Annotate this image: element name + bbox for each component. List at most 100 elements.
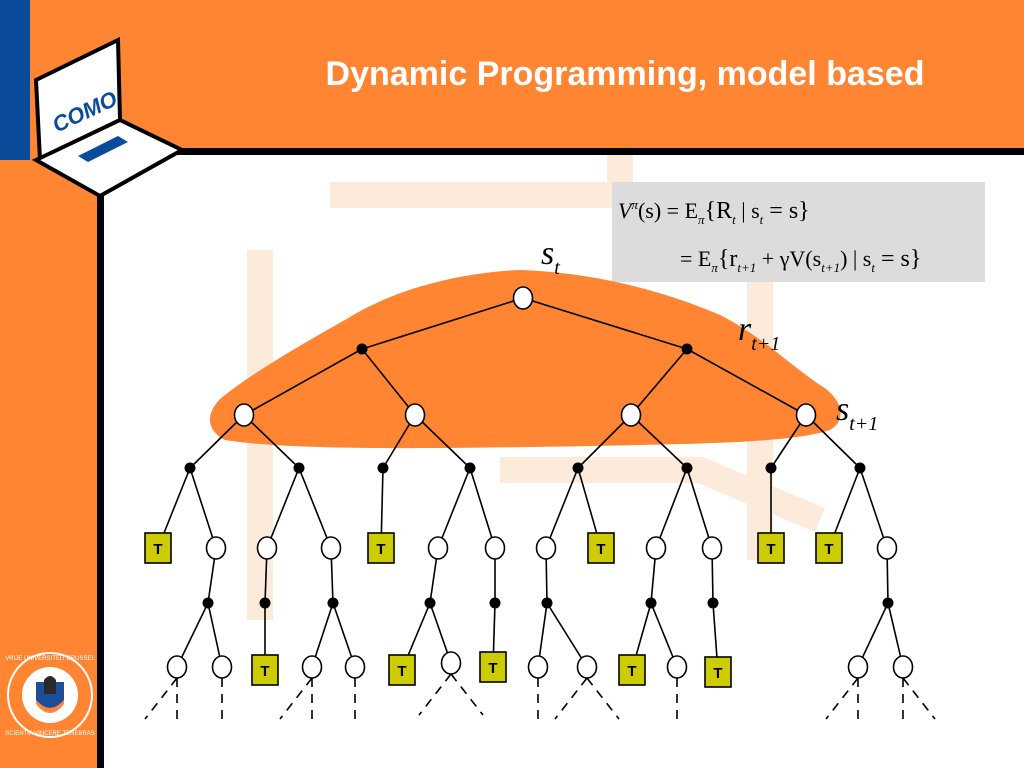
action-node	[882, 597, 894, 609]
action-node	[293, 462, 305, 474]
tree-edge	[243, 414, 300, 469]
state-node	[666, 655, 688, 679]
terminal-label: T	[627, 663, 636, 680]
action-node	[707, 597, 719, 609]
state-node	[440, 651, 462, 675]
action-node	[765, 462, 777, 474]
action-node	[464, 462, 476, 474]
action-node	[202, 597, 214, 609]
action-node	[327, 597, 339, 609]
state-node	[256, 536, 278, 560]
state-node	[211, 655, 233, 679]
continuation-dash	[450, 673, 484, 716]
state-node	[701, 536, 723, 560]
action-node	[424, 597, 436, 609]
tree-edge	[630, 348, 688, 416]
header-band	[0, 0, 1024, 150]
state-node	[233, 403, 255, 427]
terminal-node: T	[618, 654, 646, 686]
action-node	[681, 343, 693, 355]
terminal-label: T	[376, 541, 385, 558]
formula-line-2: = Eπ{rt+1 + γV(st+1) | st = s}	[680, 246, 921, 275]
como-logo: COMO	[31, 36, 187, 199]
keyboard-icon	[78, 136, 128, 162]
state-node	[535, 536, 557, 560]
continuation-dash	[418, 673, 452, 716]
state-node	[645, 536, 667, 560]
continuation-dash	[144, 677, 178, 720]
tree-edge	[437, 467, 471, 549]
state-node	[205, 536, 227, 560]
tree-edge	[361, 348, 416, 416]
tree-edge	[243, 348, 363, 416]
left-rule	[97, 150, 104, 768]
state-node	[527, 655, 549, 679]
state-node	[847, 655, 869, 679]
tree-edge	[805, 414, 861, 469]
dp-backup-highlight	[210, 270, 841, 449]
terminal-box	[479, 651, 507, 683]
terminal-box	[367, 532, 395, 564]
action-node	[572, 462, 584, 474]
action-node	[854, 462, 866, 474]
formula-line-1: Vπ(s) = Eπ{Rt | st = s}	[618, 197, 810, 227]
university-seal: VRIJE UNIVERSITEIT BRUSSEL SCIENTIA VINC…	[5, 652, 95, 738]
state-node	[876, 536, 898, 560]
action-node	[489, 597, 501, 609]
state-node	[427, 536, 449, 560]
tree-edge	[857, 602, 889, 668]
terminal-label: T	[824, 541, 833, 558]
terminal-label: T	[596, 541, 605, 558]
terminal-box	[587, 532, 615, 564]
tree-edge	[545, 467, 579, 549]
continuation-dash	[586, 677, 620, 720]
state-node	[620, 403, 642, 427]
tree-edge	[298, 467, 332, 549]
tree-edge	[859, 467, 888, 549]
continuation-dash	[825, 677, 859, 720]
tree-edge	[361, 297, 524, 350]
action-node	[681, 462, 693, 474]
state-node	[344, 655, 366, 679]
terminal-node: T	[757, 532, 785, 564]
terminal-box	[388, 654, 416, 686]
terminal-box	[251, 654, 279, 686]
tree-edge	[546, 602, 588, 668]
terminal-node: T	[367, 532, 395, 564]
seal-text-bottom: SCIENTIA VINCERE TENEBRAS	[5, 731, 95, 737]
state-node	[166, 655, 188, 679]
terminal-box	[757, 532, 785, 564]
tree-edge	[469, 467, 496, 549]
terminal-label: T	[260, 663, 269, 680]
terminal-label: T	[766, 541, 775, 558]
tree-continuation-dashes	[144, 673, 936, 720]
action-node	[377, 462, 389, 474]
tree-edge	[630, 414, 688, 469]
tree-edge	[189, 467, 217, 549]
state-node	[576, 655, 598, 679]
action-node	[184, 462, 196, 474]
terminal-box	[144, 532, 172, 564]
state-node	[301, 655, 323, 679]
tree-edge	[655, 467, 688, 549]
terminal-node: T	[587, 532, 615, 564]
terminal-node: T	[479, 651, 507, 683]
state-node	[320, 536, 342, 560]
state-t1-label: st+1	[836, 391, 878, 435]
state-node	[892, 655, 914, 679]
action-node	[645, 597, 657, 609]
tree-edge	[189, 414, 245, 469]
terminal-box	[618, 654, 646, 686]
corner-blue	[0, 0, 30, 160]
terminal-node: T	[815, 532, 843, 564]
terminal-box	[815, 532, 843, 564]
terminal-node: T	[388, 654, 416, 686]
state-node	[512, 286, 534, 310]
action-node	[356, 343, 368, 355]
tree-edge	[176, 602, 209, 668]
terminal-label: T	[488, 660, 497, 677]
state-node	[404, 403, 426, 427]
seal-text-top: VRIJE UNIVERSITEIT BRUSSEL	[5, 656, 95, 662]
tree-edge	[266, 467, 300, 549]
